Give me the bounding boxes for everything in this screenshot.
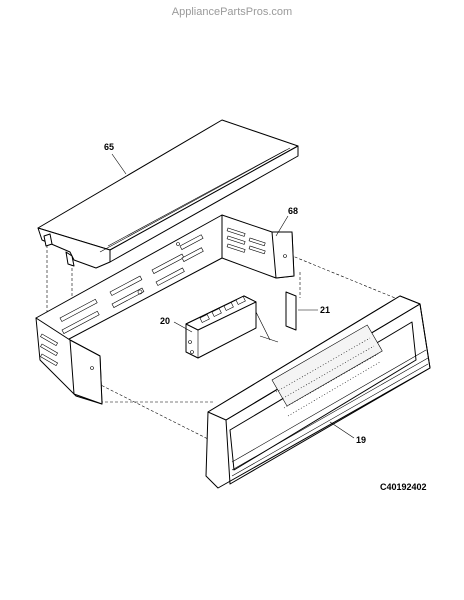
callout-leaders	[111, 153, 355, 439]
callout-21: 21	[320, 305, 330, 315]
part-20-control-board[interactable]	[185, 295, 279, 359]
housing-side-wall[interactable]	[35, 214, 223, 349]
watermark-text: AppliancePartsPros.com	[171, 6, 293, 18]
rear-panel-slots	[226, 227, 266, 255]
callout-68: 68	[288, 206, 298, 216]
callout-19: 19	[356, 435, 366, 445]
callout-20: 20	[160, 316, 170, 326]
housing-end-wall[interactable]	[35, 317, 103, 405]
display-window-pattern	[275, 337, 381, 417]
side-wall-slots	[59, 234, 204, 334]
end-wall-slots	[40, 333, 58, 367]
part-65-top-cover[interactable]	[37, 119, 299, 269]
part-19-control-panel[interactable]	[205, 295, 431, 489]
part-68-rear-panel[interactable]	[221, 214, 295, 279]
diagram-code: C40192402	[380, 482, 427, 492]
part-21-bracket[interactable]	[285, 291, 297, 331]
callout-65: 65	[104, 142, 114, 152]
